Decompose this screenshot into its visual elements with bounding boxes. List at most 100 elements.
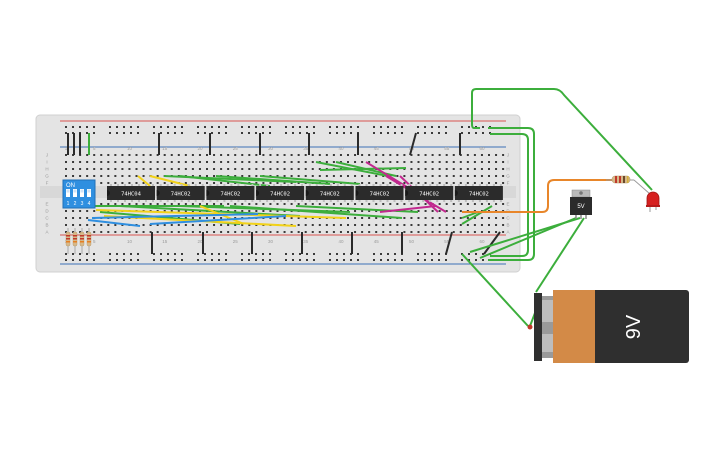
led-icon[interactable]	[646, 191, 660, 212]
jumper-wire[interactable]	[149, 175, 191, 187]
column-number: 10	[127, 146, 133, 151]
jumper-wire[interactable]	[229, 205, 403, 219]
column-number: 50	[409, 239, 415, 244]
ic-chip-label: 74HC02	[469, 192, 489, 198]
dip-switch-toggle[interactable]	[80, 189, 84, 197]
ic-chip[interactable]: 74HC02	[156, 184, 205, 202]
dip-switch-toggle[interactable]	[87, 189, 91, 197]
column-number: 10	[127, 239, 133, 244]
column-number: 25	[233, 146, 239, 151]
dip-switch-on-label: ON	[66, 183, 75, 189]
row-letter: J	[507, 153, 509, 158]
row-letter: G	[45, 174, 49, 179]
row-letter: E	[506, 202, 509, 207]
voltage-regulator-icon[interactable]: 5V	[570, 189, 592, 219]
column-number: 5	[93, 239, 96, 244]
row-letter: A	[45, 230, 48, 235]
regulator-wire[interactable]	[469, 217, 581, 253]
column-number: 1	[65, 146, 68, 151]
battery-label: 9V	[623, 314, 645, 339]
dip-switch-number: 2	[74, 201, 77, 207]
rail-jumper-right[interactable]	[490, 133, 529, 257]
row-letter: H	[45, 167, 48, 172]
row-letter: H	[506, 167, 509, 172]
row-letter: C	[506, 216, 510, 221]
jumper-wire[interactable]	[483, 231, 501, 255]
row-letter: A	[506, 230, 509, 235]
column-number: 40	[338, 239, 344, 244]
ic-chip[interactable]: 74HC02	[454, 184, 503, 202]
column-number: 55	[444, 239, 450, 244]
column-number: 25	[233, 239, 239, 244]
jumper-wire[interactable]	[179, 175, 271, 187]
regulator-wire[interactable]	[535, 217, 585, 293]
column-number: 60	[479, 239, 485, 244]
row-letter: G	[506, 174, 510, 179]
ic-chip[interactable]: 74HC02	[305, 184, 354, 202]
row-letter: B	[45, 223, 48, 228]
row-letter: E	[45, 202, 48, 207]
ic-chip-label: 74HC04	[121, 192, 142, 198]
column-number: 15	[162, 146, 168, 151]
dip-switch-toggle[interactable]	[66, 189, 70, 197]
jumper-wire[interactable]	[445, 231, 453, 255]
dip-switch-toggle[interactable]	[73, 189, 77, 197]
column-number: 45	[374, 146, 380, 151]
column-number: 35	[303, 239, 309, 244]
ic-chip-label: 74HC02	[220, 192, 240, 198]
row-letter: C	[45, 216, 49, 221]
row-letter: I	[46, 160, 47, 165]
pull-down-resistors[interactable]	[65, 228, 92, 254]
jumper-wires[interactable]	[67, 88, 653, 327]
row-letter: F	[507, 181, 510, 186]
column-number: 35	[303, 146, 309, 151]
jumper-wire[interactable]	[137, 175, 151, 187]
jumper-wire[interactable]	[259, 175, 361, 185]
ic-chip[interactable]: 74HC04	[107, 184, 155, 202]
column-number: 30	[268, 239, 274, 244]
row-letter: J	[46, 153, 48, 158]
column-number: 15	[162, 239, 168, 244]
row-letter: I	[507, 160, 508, 165]
column-number: 40	[338, 146, 344, 151]
row-letter: B	[506, 223, 509, 228]
led-ground-wire[interactable]	[471, 88, 653, 191]
jumper-wire[interactable]	[319, 167, 407, 171]
jumper-wire[interactable]	[379, 205, 437, 213]
jumper-wire[interactable]	[91, 213, 259, 219]
jumper-wire[interactable]	[461, 205, 493, 225]
jumper-wire[interactable]	[215, 175, 331, 185]
ic-chip[interactable]: 74HC02	[355, 184, 404, 202]
jumper-wire[interactable]	[149, 215, 287, 225]
ic-chip-label: 74HC02	[419, 192, 439, 198]
column-number: 60	[479, 146, 485, 151]
column-number: 20	[197, 146, 203, 151]
column-number: 5	[93, 146, 96, 151]
ic-chip[interactable]: 74HC02	[256, 184, 305, 202]
battery-icon[interactable]: 9V	[527, 290, 690, 363]
row-letter: D	[45, 209, 49, 214]
dip-switch-number: 3	[81, 201, 84, 207]
jumper-wire[interactable]	[409, 132, 417, 156]
column-number: 55	[444, 146, 450, 151]
column-number: 45	[374, 239, 380, 244]
ic-chip-label: 74HC02	[320, 192, 340, 198]
rail-jumper-right[interactable]	[488, 127, 535, 261]
dip-switch-number: 4	[88, 201, 91, 207]
column-number: 20	[197, 239, 203, 244]
column-number: 30	[268, 146, 274, 151]
battery-wire[interactable]	[461, 253, 529, 327]
jumper-wire[interactable]	[87, 219, 141, 227]
ic-chip[interactable]: 74HC02	[206, 184, 255, 202]
ic-chip-label: 74HC02	[171, 192, 191, 198]
resistor-wire[interactable]	[462, 179, 612, 213]
ic-chip[interactable]: 74HC02	[405, 184, 454, 202]
jumper-wire[interactable]	[365, 161, 413, 191]
voltage-regulator-label: 5V	[577, 204, 584, 210]
ic-chip-label: 74HC02	[370, 192, 390, 198]
ic-chips[interactable]: 74HC04 74HC02 74HC02 74HC02 74HC02 74HC02 74HC…	[107, 184, 503, 202]
resistor-icon[interactable]	[606, 175, 651, 195]
row-letter: F	[46, 181, 49, 186]
